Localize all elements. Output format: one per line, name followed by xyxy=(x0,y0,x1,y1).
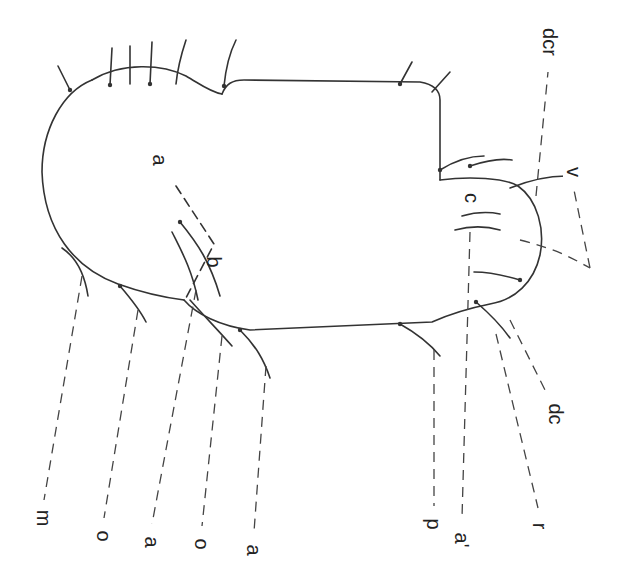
seta xyxy=(120,286,146,322)
region-letter: c xyxy=(461,191,483,205)
seta xyxy=(62,248,88,296)
seta-label: o xyxy=(191,536,213,551)
region-letter: b xyxy=(203,254,225,269)
seta xyxy=(190,300,232,346)
seta xyxy=(224,40,236,86)
seta xyxy=(129,46,131,84)
seta xyxy=(476,302,510,338)
seta xyxy=(58,66,70,90)
seta-label: r xyxy=(529,521,551,532)
body-outline xyxy=(222,80,440,180)
seta-label: v xyxy=(563,165,585,179)
body-outline xyxy=(184,178,542,330)
seta-label: dcr xyxy=(539,26,561,58)
leader-line xyxy=(496,334,538,508)
seta-label: dc xyxy=(545,401,567,426)
leader-line xyxy=(536,72,548,196)
seta xyxy=(462,213,500,216)
leader-line xyxy=(104,310,138,518)
leader-line xyxy=(152,290,196,524)
seta xyxy=(432,72,450,92)
seta-label: o xyxy=(93,528,115,543)
seta xyxy=(400,62,412,84)
seta-label: p xyxy=(423,516,445,531)
seta xyxy=(110,48,112,85)
leader-line xyxy=(44,276,82,500)
region-letter: a xyxy=(149,152,171,167)
leader-line xyxy=(433,350,434,506)
leader-line xyxy=(462,232,470,518)
leader-line xyxy=(574,190,590,268)
seta xyxy=(176,40,186,84)
seta xyxy=(470,159,512,166)
seta xyxy=(474,272,520,280)
leader-line xyxy=(510,320,548,396)
seta-label: a xyxy=(243,542,265,557)
seta-label: a xyxy=(141,534,163,549)
seta xyxy=(455,227,500,230)
seta-label: m xyxy=(33,508,55,529)
leader-line xyxy=(202,336,222,526)
seta xyxy=(150,42,152,84)
leader-line xyxy=(520,240,590,268)
seta xyxy=(172,232,198,300)
leader-line xyxy=(254,366,266,532)
seta-label: a' xyxy=(451,531,473,550)
body-outline xyxy=(42,80,184,300)
